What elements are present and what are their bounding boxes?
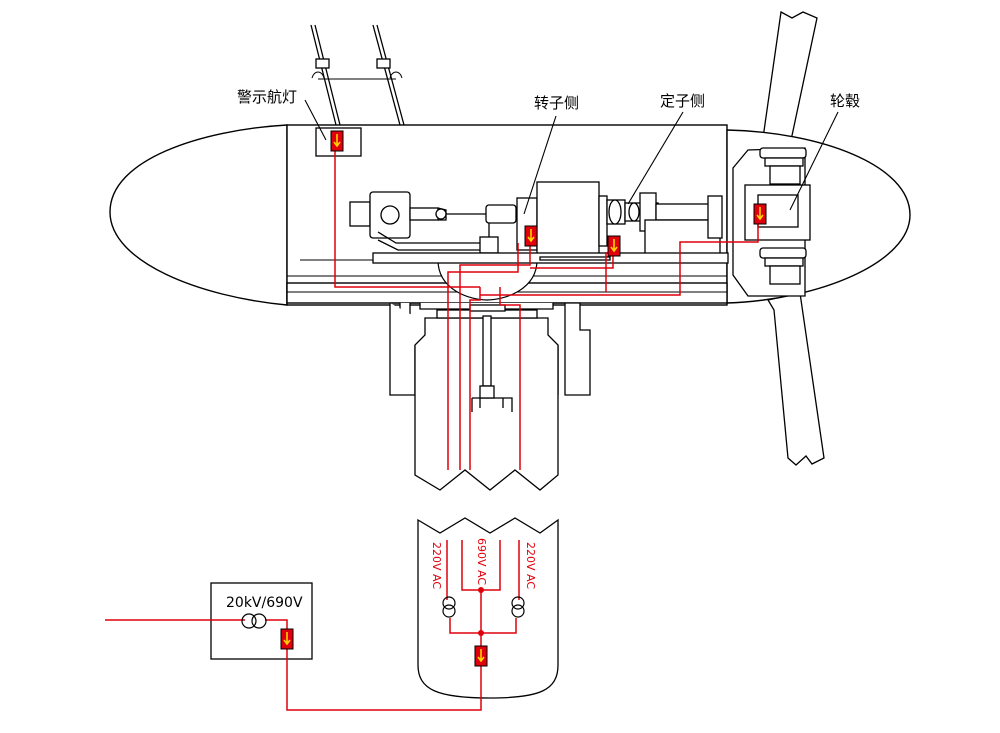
label-rotor-side: 转子侧 — [534, 94, 579, 112]
tower-top — [389, 302, 591, 491]
tower-base — [417, 517, 559, 699]
warning-light-mast — [310, 24, 405, 126]
cable-routing — [105, 150, 759, 711]
transformer-coil-icon — [241, 596, 525, 629]
rotor-connection-box — [479, 236, 499, 254]
voltage-label-center: 690V AC — [475, 538, 488, 585]
junction-dots — [478, 587, 484, 636]
blade-bottom — [766, 292, 825, 466]
tower-upper-section — [414, 345, 559, 491]
leader-lines — [304, 99, 839, 215]
hub — [732, 147, 811, 297]
drivetrain — [349, 181, 729, 264]
gearbox — [536, 181, 600, 258]
generator-end — [349, 201, 371, 227]
label-hub: 轮毂 — [830, 92, 860, 110]
transformer-label: 20kV/690V — [226, 595, 303, 611]
blade-top — [762, 10, 818, 146]
voltage-label-left: 220V AC — [430, 542, 443, 589]
label-stator-side: 定子侧 — [660, 92, 705, 110]
label-warning-light: 警示航灯 — [237, 88, 297, 106]
voltage-label-right: 220V AC — [524, 542, 537, 589]
transformer-box — [210, 582, 313, 660]
